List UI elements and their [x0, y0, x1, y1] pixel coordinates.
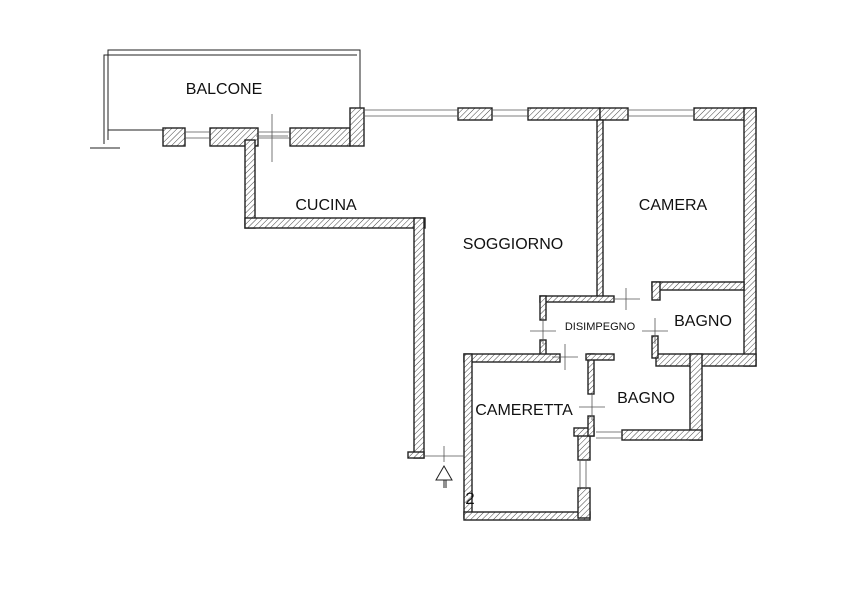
entrance-arrow-icon [435, 464, 453, 488]
walls [162, 107, 757, 521]
room-label-soggiorno: SOGGIORNO [463, 236, 563, 253]
room-label-bagno-lower: BAGNO [617, 390, 675, 407]
balcony [90, 49, 361, 149]
room-label-disimpegno: DISIMPEGNO [565, 321, 636, 333]
entrance-marker: 2 [465, 489, 474, 508]
room-label-balcone: BALCONE [186, 81, 262, 98]
room-label-cameretta: CAMERETTA [475, 402, 573, 419]
room-label-bagno-upper: BAGNO [674, 313, 732, 330]
room-label-cucina: CUCINA [295, 197, 357, 214]
door-marks [256, 114, 668, 462]
room-label-camera: CAMERA [639, 197, 708, 214]
windows [185, 109, 694, 488]
